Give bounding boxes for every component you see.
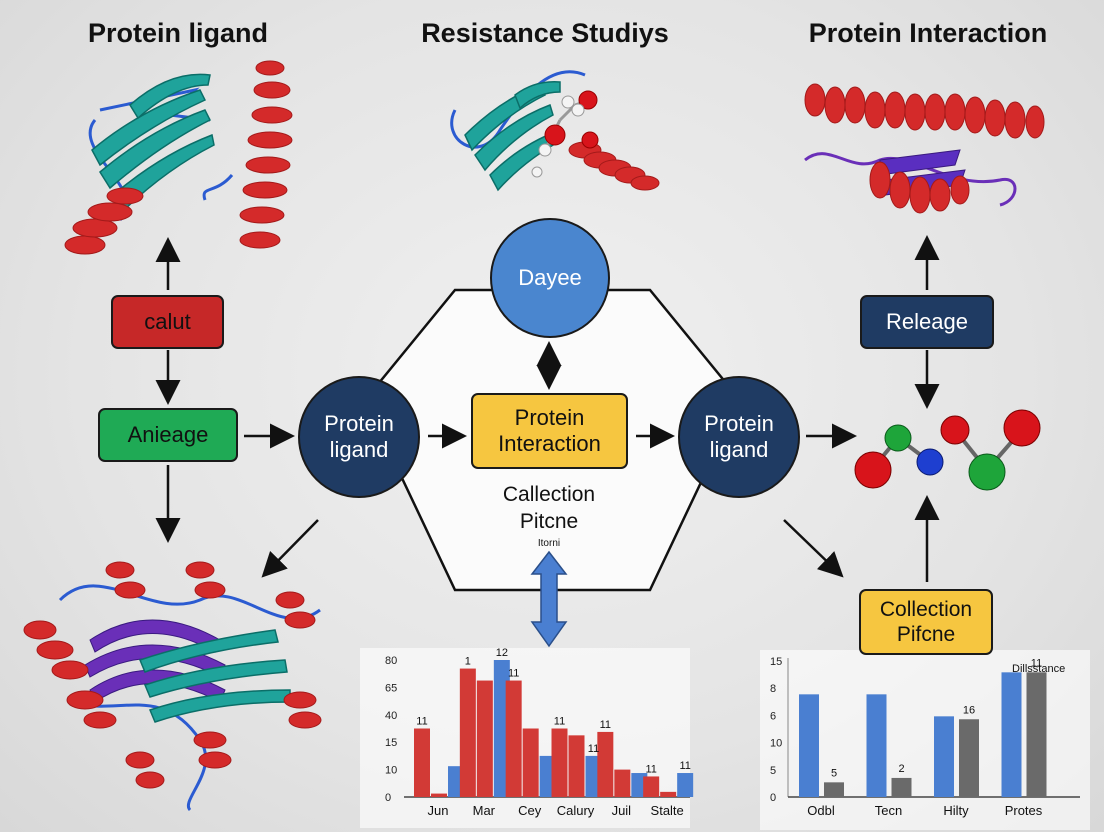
bar — [505, 680, 522, 797]
anieage-box: Anieage — [98, 408, 238, 462]
arrow-circle-to-bottom-protein — [261, 519, 319, 578]
y-tick-label: 15 — [385, 737, 397, 749]
bar — [677, 773, 694, 797]
protein-structure-bottom-left — [23, 561, 322, 812]
bar — [866, 694, 887, 797]
dayee-circle: Dayee — [490, 218, 610, 338]
y-tick-label: 6 — [770, 710, 776, 722]
y-tick-label: 80 — [385, 655, 397, 667]
protein-ligand-left-circle: Protein ligand — [298, 376, 420, 498]
data-label: 11 — [588, 743, 599, 755]
bar — [414, 728, 430, 797]
y-tick-label: 10 — [385, 765, 397, 777]
category-label: Protes — [1005, 803, 1043, 818]
category-label: Odbl — [807, 803, 835, 818]
protein-structure-top-right — [804, 83, 1045, 214]
category-label: Juil — [612, 803, 632, 818]
bar — [568, 735, 585, 797]
data-label: 12 — [496, 647, 508, 659]
bar — [934, 716, 954, 797]
y-tick-label: 65 — [385, 682, 397, 694]
caption-line1: Callection — [502, 483, 596, 506]
category-label: Tecn — [875, 803, 902, 818]
y-tick-label: 15 — [770, 656, 782, 668]
title-center: Resistance Studiys — [421, 18, 669, 48]
protein-structure-top-center — [450, 70, 660, 192]
bar — [551, 728, 568, 797]
data-label: 11 — [554, 716, 565, 728]
category-label: Jun — [428, 803, 449, 818]
bar — [614, 769, 631, 797]
bar — [459, 668, 476, 797]
y-tick-label: 8 — [770, 683, 776, 695]
caption-small: Itorni — [537, 538, 561, 549]
data-label: 1 — [465, 656, 471, 668]
data-label: 11 — [1031, 657, 1042, 669]
bar — [522, 728, 539, 797]
data-label: 11 — [600, 719, 611, 731]
releage-box: Releage — [860, 295, 994, 349]
data-label: 5 — [831, 767, 837, 779]
y-tick-label: 5 — [770, 765, 776, 777]
bar — [643, 776, 660, 797]
bar — [959, 719, 979, 797]
bar — [1001, 672, 1022, 797]
bar — [476, 680, 493, 797]
y-tick-label: 10 — [770, 738, 782, 750]
chart-annotation: Dillsstance — [1012, 663, 1065, 675]
category-label: Mar — [473, 803, 496, 818]
bar — [597, 731, 614, 797]
bar — [799, 694, 819, 797]
y-tick-label: 0 — [770, 792, 776, 804]
data-label: 2 — [898, 763, 904, 775]
molecule-right — [854, 409, 1041, 491]
collection-pifcne-box: Collection Pifcne — [859, 589, 993, 655]
data-label: 11 — [645, 763, 656, 775]
arrow-circle-to-collection — [783, 519, 844, 578]
title-right: Protein Interaction — [808, 18, 1048, 48]
bar — [660, 791, 677, 797]
protein-interaction-box: Protein Interaction — [471, 393, 628, 469]
bar — [1026, 672, 1047, 797]
data-label: 11 — [679, 760, 690, 772]
bar — [431, 793, 447, 797]
data-label: 11 — [508, 668, 519, 680]
blue-double-arrow — [530, 550, 568, 648]
category-label: Calury — [557, 803, 595, 818]
right-bar-chart: 15 8 6 10 5 0 Odbl Tecn Hilty Protes 5 2 16 11Dills… — [760, 650, 1090, 830]
bar — [891, 777, 912, 797]
category-label: Cey — [518, 803, 542, 818]
category-label: Hilty — [943, 803, 969, 818]
title-left: Protein ligand — [87, 18, 268, 48]
category-label: Stalte — [651, 803, 684, 818]
calut-box: calut — [111, 295, 224, 349]
protein-structure-top-left — [64, 60, 293, 255]
data-label: 11 — [416, 716, 427, 728]
protein-ligand-right-circle: Protein ligand — [678, 376, 800, 498]
bar — [824, 782, 844, 797]
y-tick-label: 0 — [385, 792, 391, 804]
caption-line2: Pitcne — [519, 510, 579, 533]
data-label: 16 — [963, 704, 975, 716]
y-tick-label: 40 — [385, 710, 397, 722]
